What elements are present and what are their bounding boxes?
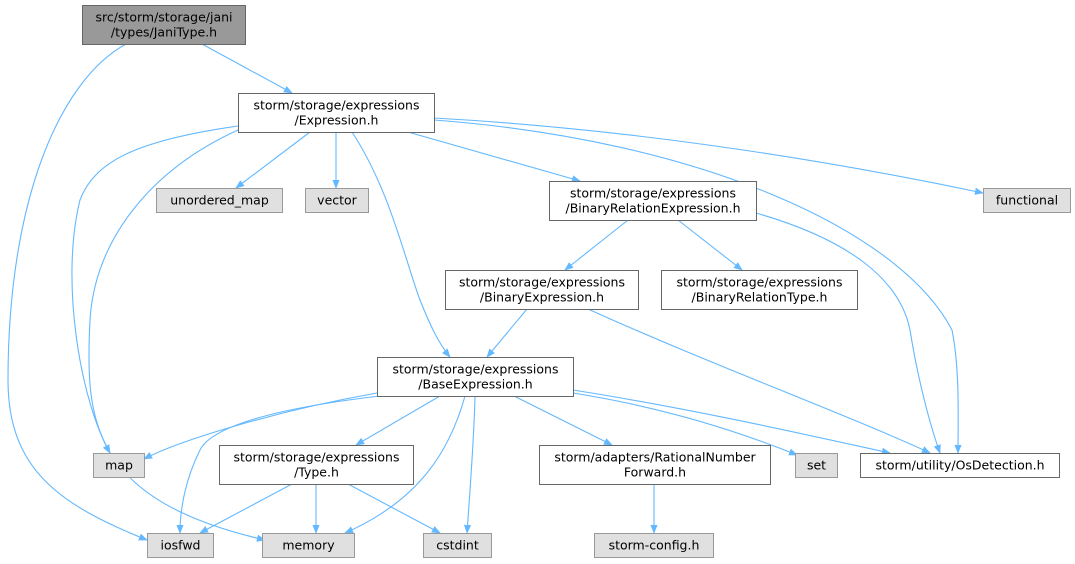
node-osdetection[interactable]: storm/utility/OsDetection.h <box>860 453 1060 478</box>
node-label-root-line-1: /types/JaniType.h <box>111 25 217 40</box>
edges-layer <box>7 43 984 542</box>
edge-root-to-iosfwd <box>7 43 148 541</box>
edge-baseexpr-to-iosfwd <box>176 395 381 534</box>
edge-binexpr-to-osdetection <box>587 308 931 454</box>
node-label-binrelexpr-line-0: storm/storage/expressions <box>570 186 736 201</box>
node-label-rational-line-1: Forward.h <box>624 465 686 480</box>
edge-baseexpr-to-type <box>355 395 441 446</box>
edge-baseexpr-to-osdetection <box>572 389 891 455</box>
node-label-vector-line-0: vector <box>317 193 358 208</box>
edge-binrelexpr-to-binreltype <box>677 219 743 271</box>
node-label-map-line-0: map <box>105 458 133 473</box>
node-iosfwd: iosfwd <box>147 533 214 558</box>
node-box-osdetection <box>860 453 1060 478</box>
node-cstdint: cstdint <box>423 533 492 558</box>
node-stormconfig: storm-config.h <box>594 533 714 558</box>
node-box-root <box>82 5 246 45</box>
edge-binrelexpr-to-osdetection <box>755 212 941 454</box>
node-box-rational <box>539 445 771 485</box>
node-box-binrelexpr <box>549 181 757 221</box>
node-functional: functional <box>983 188 1071 213</box>
node-label-baseexpr-line-1: /BaseExpression.h <box>418 377 532 392</box>
node-set: set <box>795 453 838 478</box>
node-box-cstdint <box>423 533 492 558</box>
node-label-rational-line-0: storm/adapters/RationalNumber <box>554 450 756 465</box>
node-label-binreltype-line-0: storm/storage/expressions <box>676 275 842 290</box>
edge-expression-to-binrelexpr <box>407 131 581 183</box>
node-box-type <box>219 445 414 485</box>
node-expression[interactable]: storm/storage/expressions/Expression.h <box>238 93 435 133</box>
node-binreltype[interactable]: storm/storage/expressions/BinaryRelation… <box>661 270 858 310</box>
node-box-functional <box>983 188 1071 213</box>
edge-expression-to-unordered_map <box>235 131 311 189</box>
edge-baseexpr-to-map <box>143 392 378 460</box>
edge-baseexpr-to-memory <box>344 395 466 534</box>
node-label-root-line-0: src/storm/storage/jani <box>95 10 232 25</box>
edge-type-to-cstdint <box>347 483 441 534</box>
node-vector: vector <box>305 188 369 213</box>
node-label-expression-line-0: storm/storage/expressions <box>253 98 419 113</box>
edge-expression-to-map <box>71 125 239 454</box>
edge-expression-to-functional <box>433 117 984 195</box>
node-label-memory-line-0: memory <box>282 538 335 553</box>
node-binrelexpr[interactable]: storm/storage/expressions/BinaryRelation… <box>549 181 757 221</box>
node-label-binexpr-line-0: storm/storage/expressions <box>459 275 625 290</box>
edge-expression-to-osdetection <box>433 119 962 454</box>
node-box-binreltype <box>661 270 858 310</box>
node-memory: memory <box>262 533 355 558</box>
node-root[interactable]: src/storm/storage/jani/types/JaniType.h <box>82 5 246 45</box>
node-box-stormconfig <box>594 533 714 558</box>
edge-expression-to-baseexpr <box>351 131 451 358</box>
node-box-memory <box>262 533 355 558</box>
edge-type-to-iosfwd <box>199 483 293 534</box>
node-box-map <box>93 453 145 478</box>
node-box-binexpr <box>445 270 639 310</box>
node-box-expression <box>238 93 435 133</box>
edge-baseexpr-to-rational <box>513 395 613 446</box>
node-label-iosfwd-line-0: iosfwd <box>161 538 201 553</box>
node-box-set <box>795 453 838 478</box>
edge-root-to-expression <box>201 43 293 94</box>
node-label-expression-line-1: /Expression.h <box>295 113 379 128</box>
edge-expression-to-memory <box>88 129 266 542</box>
edge-binrelexpr-to-binexpr <box>564 219 629 271</box>
node-label-binreltype-line-1: /BinaryRelationType.h <box>692 290 828 305</box>
edge-baseexpr-to-set <box>572 392 798 456</box>
node-label-osdetection-line-0: storm/utility/OsDetection.h <box>875 458 1044 473</box>
node-label-unordered_map-line-0: unordered_map <box>170 193 269 208</box>
node-label-type-line-1: /Type.h <box>294 465 339 480</box>
edge-baseexpr-to-cstdint <box>463 395 476 534</box>
node-box-baseexpr <box>377 357 574 397</box>
node-box-iosfwd <box>147 533 214 558</box>
node-label-functional-line-0: functional <box>996 193 1058 208</box>
node-label-binrelexpr-line-1: /BinaryRelationExpression.h <box>565 201 740 216</box>
node-box-unordered_map <box>156 188 283 213</box>
node-label-binexpr-line-1: /BinaryExpression.h <box>480 290 604 305</box>
node-label-type-line-0: storm/storage/expressions <box>233 450 399 465</box>
edge-binexpr-to-baseexpr <box>486 308 528 358</box>
node-binexpr[interactable]: storm/storage/expressions/BinaryExpressi… <box>445 270 639 310</box>
nodes-layer: src/storm/storage/jani/types/JaniType.hs… <box>82 5 1071 558</box>
node-label-set-line-0: set <box>807 458 826 473</box>
node-label-cstdint-line-0: cstdint <box>436 538 479 553</box>
node-box-vector <box>305 188 369 213</box>
node-label-stormconfig-line-0: storm-config.h <box>609 538 700 553</box>
node-unordered_map: unordered_map <box>156 188 283 213</box>
node-baseexpr[interactable]: storm/storage/expressions/BaseExpression… <box>377 357 574 397</box>
node-map: map <box>93 453 145 478</box>
node-type[interactable]: storm/storage/expressions/Type.h <box>219 445 414 485</box>
node-label-baseexpr-line-0: storm/storage/expressions <box>392 362 558 377</box>
